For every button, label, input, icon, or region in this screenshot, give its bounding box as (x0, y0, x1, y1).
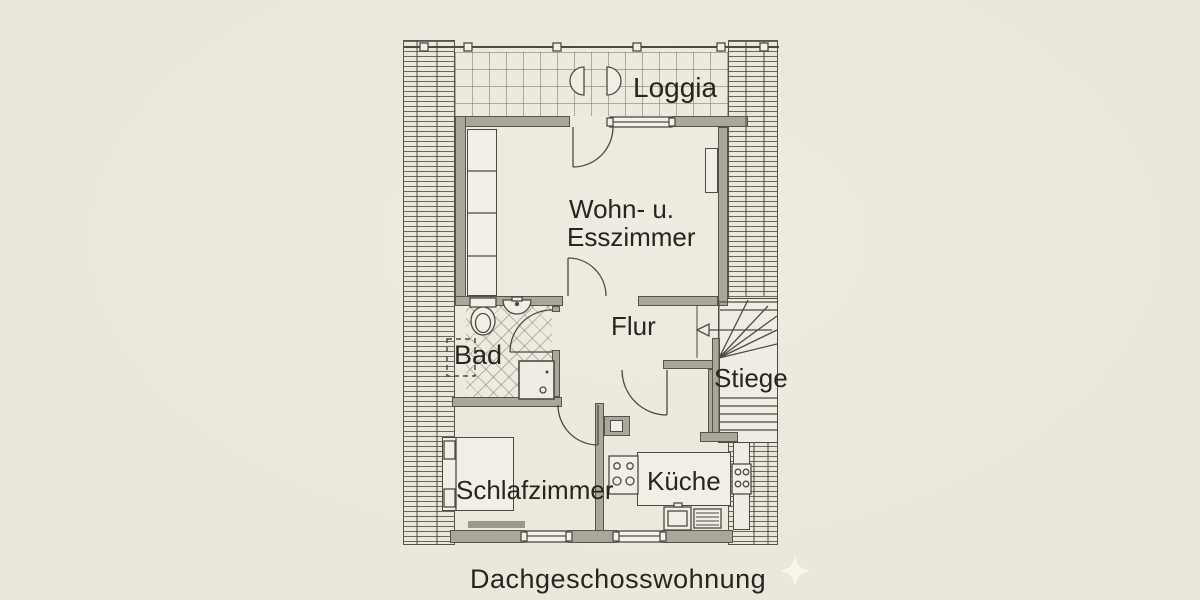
wall (672, 116, 748, 127)
room-label-stiege: Stiege (714, 363, 788, 393)
wall (662, 530, 733, 543)
room-label-bad: Bad (454, 340, 503, 370)
loggia-floor (455, 52, 728, 116)
sparkle-icon (780, 556, 810, 586)
chimney-flue (610, 420, 623, 432)
wall (718, 127, 728, 306)
room-label-kueche: Küche (647, 466, 721, 496)
wall (455, 116, 570, 127)
wall (552, 350, 560, 397)
wall (455, 296, 563, 306)
plan-caption: Dachgeschosswohnung (470, 564, 767, 594)
wall (700, 432, 738, 442)
window-icon (520, 530, 573, 543)
party-wall-recess (733, 442, 750, 530)
wall (552, 306, 560, 312)
room-label-schlafzimmer: Schlafzimmer (456, 475, 614, 505)
room-label-flur: Flur (611, 311, 656, 341)
wall (595, 403, 604, 531)
room-label-wohnzimmer-line1: Wohn- u. (569, 194, 675, 224)
railing-icon (404, 42, 779, 52)
kitchen-sink-icon (663, 502, 692, 531)
wall (663, 360, 716, 369)
radiator-icon (705, 148, 718, 193)
window-icon (612, 530, 667, 543)
wall (450, 530, 525, 543)
wall (455, 116, 466, 306)
window-icon (606, 116, 676, 128)
room-label-loggia: Loggia (633, 72, 718, 103)
wall (638, 296, 718, 306)
room-label-wohnzimmer-line2: Esszimmer (567, 222, 696, 252)
wall (452, 397, 562, 407)
wall (568, 530, 617, 543)
window-sill (468, 521, 525, 528)
wardrobe-icon (467, 129, 497, 296)
drainer-icon (693, 508, 722, 529)
